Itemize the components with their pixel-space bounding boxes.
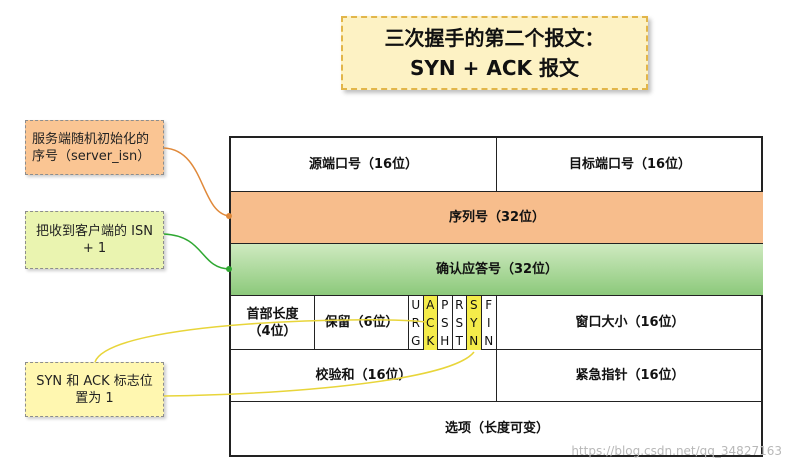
header-length-label: 首部长度 bbox=[246, 306, 299, 322]
note-syn-ack-flags: SYN 和 ACK 标志位置为 1 bbox=[25, 362, 164, 417]
flag-psh-letter: H bbox=[440, 334, 450, 348]
tcp-header-table: 源端口号（16位） 目标端口号（16位） 序列号（32位） 确认应答号（32位）… bbox=[229, 136, 763, 457]
syn-connector-syn bbox=[163, 351, 475, 397]
flag-psh-letter: P bbox=[441, 298, 449, 312]
note-server-isn: 服务端随机初始化的序号（server_isn） bbox=[25, 120, 164, 175]
flag-syn-letter: S bbox=[469, 298, 478, 312]
header-length-size: （4位） bbox=[248, 323, 297, 339]
ack-number-field: 确认应答号（32位） bbox=[231, 244, 763, 296]
title-box: 三次握手的第二个报文： SYN + ACK 报文 bbox=[341, 16, 648, 90]
source-port-field: 源端口号（16位） bbox=[231, 138, 497, 192]
ack-connector bbox=[163, 233, 230, 270]
flag-urg-letter: U bbox=[411, 298, 421, 312]
reserved-field: 保留（6位） bbox=[315, 296, 409, 350]
flag-syn-letter: N bbox=[469, 334, 479, 348]
flag-fin-letter: F bbox=[485, 298, 493, 312]
note-ack-number: 把收到客户端的 ISN + 1 bbox=[25, 211, 164, 269]
urgent-pointer-field: 紧急指针（16位） bbox=[497, 350, 763, 402]
flag-rst-letter: S bbox=[455, 316, 464, 330]
title-line-2: SYN + ACK 报文 bbox=[410, 56, 579, 80]
isn-connector bbox=[163, 147, 230, 217]
flag-fin-letter: I bbox=[486, 316, 491, 330]
flag-rst-letter: T bbox=[455, 334, 463, 348]
flag-rst-letter: R bbox=[455, 298, 464, 312]
isn-connector-end bbox=[226, 213, 232, 219]
sequence-number-field: 序列号（32位） bbox=[231, 192, 763, 244]
destination-port-field: 目标端口号（16位） bbox=[497, 138, 763, 192]
checksum-field: 校验和（16位） bbox=[231, 350, 497, 402]
flag-urg-letter: R bbox=[411, 316, 420, 330]
syn-connector-ack bbox=[94, 319, 427, 363]
flag-fin-letter: N bbox=[484, 334, 494, 348]
window-size-field: 窗口大小（16位） bbox=[497, 296, 763, 350]
flag-ack-letter: A bbox=[426, 298, 435, 312]
flag-syn-letter: Y bbox=[470, 316, 478, 330]
options-field: 选项（长度可变） bbox=[444, 421, 549, 436]
flag-psh-letter: S bbox=[440, 316, 449, 330]
title-line-1: 三次握手的第二个报文： bbox=[384, 26, 605, 50]
ack-connector-end bbox=[226, 266, 232, 272]
watermark: https://blog.csdn.net/qq_34827163 bbox=[571, 444, 782, 458]
flag-urg-letter: G bbox=[411, 334, 421, 348]
flag-ack-letter: K bbox=[426, 334, 435, 348]
header-length-field: 首部长度 （4位） bbox=[231, 296, 315, 350]
flag-ack-letter: C bbox=[426, 316, 435, 330]
